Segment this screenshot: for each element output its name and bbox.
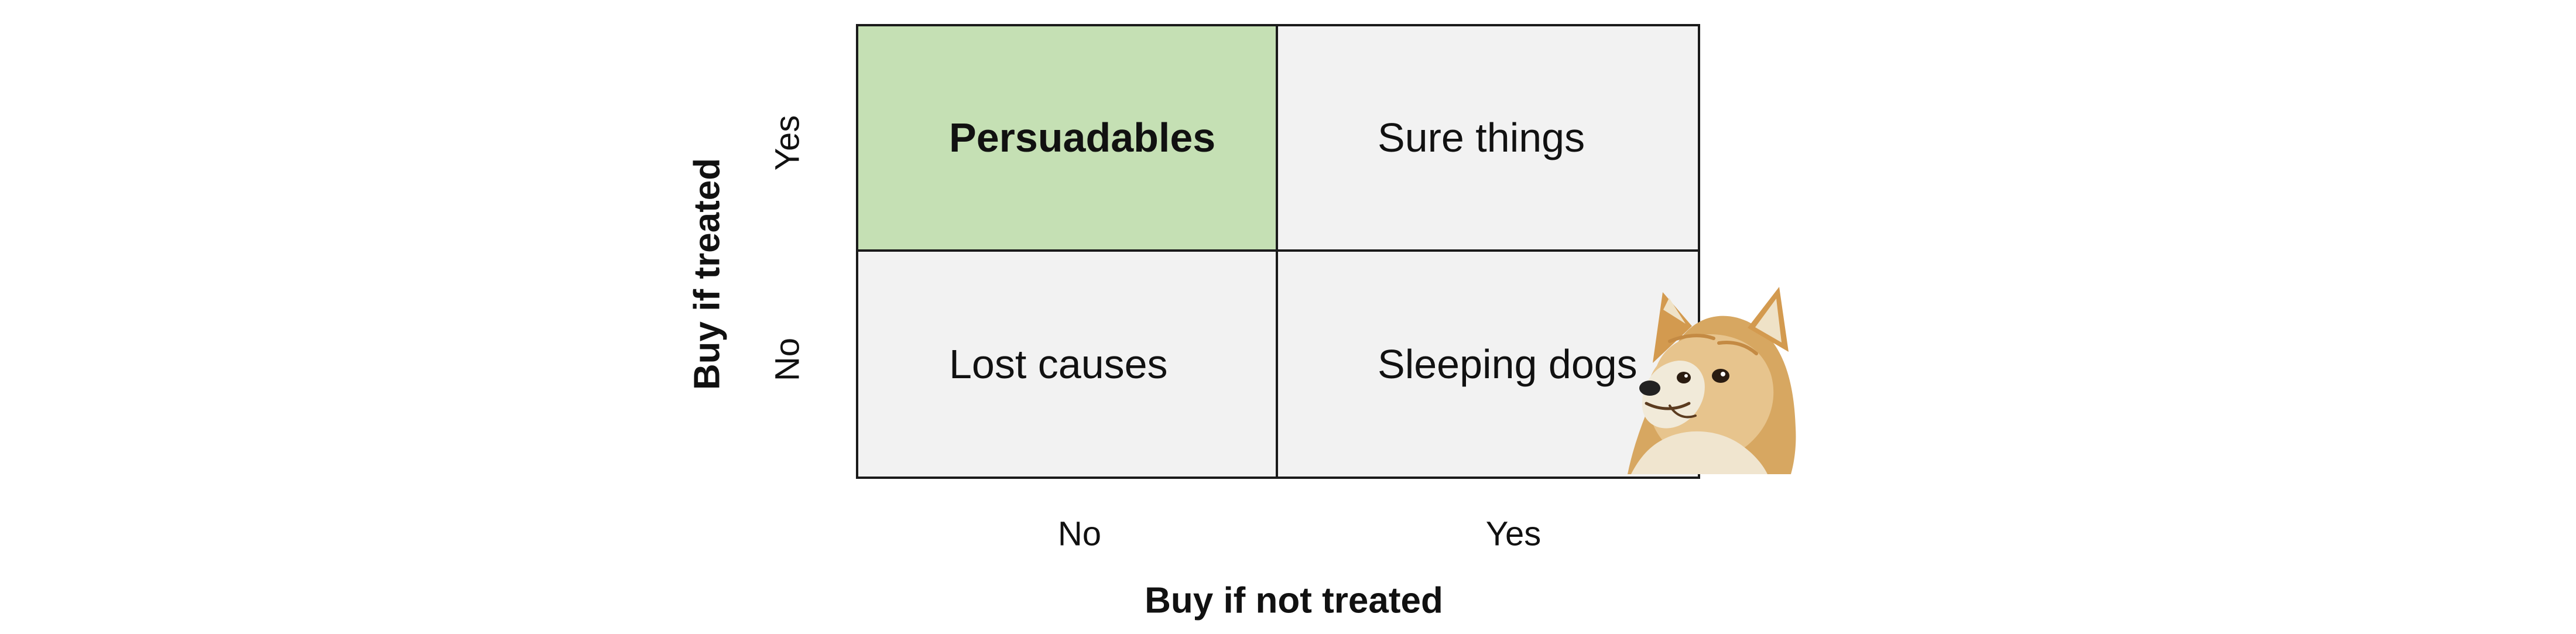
sleeping-dogs-cell: Sleeping dogs <box>1278 251 1698 477</box>
x-axis-tick-yes: Yes <box>1485 515 1542 553</box>
lost-causes-cell: Lost causes <box>858 251 1278 477</box>
sure-things-cell: Sure things <box>1278 26 1698 252</box>
x-axis-title: Buy if not treated <box>1145 580 1443 621</box>
y-axis-title: Buy if treated <box>687 157 728 390</box>
x-axis-tick-no: No <box>1057 515 1102 553</box>
doge-dog-image <box>1628 287 1796 474</box>
quadrant-grid: Persuadables Sure things Lost causes Sle… <box>856 24 1700 479</box>
persuadables-cell: Persuadables <box>858 26 1278 252</box>
y-axis-tick-no: No <box>768 337 807 382</box>
y-axis-tick-yes: Yes <box>768 115 807 171</box>
